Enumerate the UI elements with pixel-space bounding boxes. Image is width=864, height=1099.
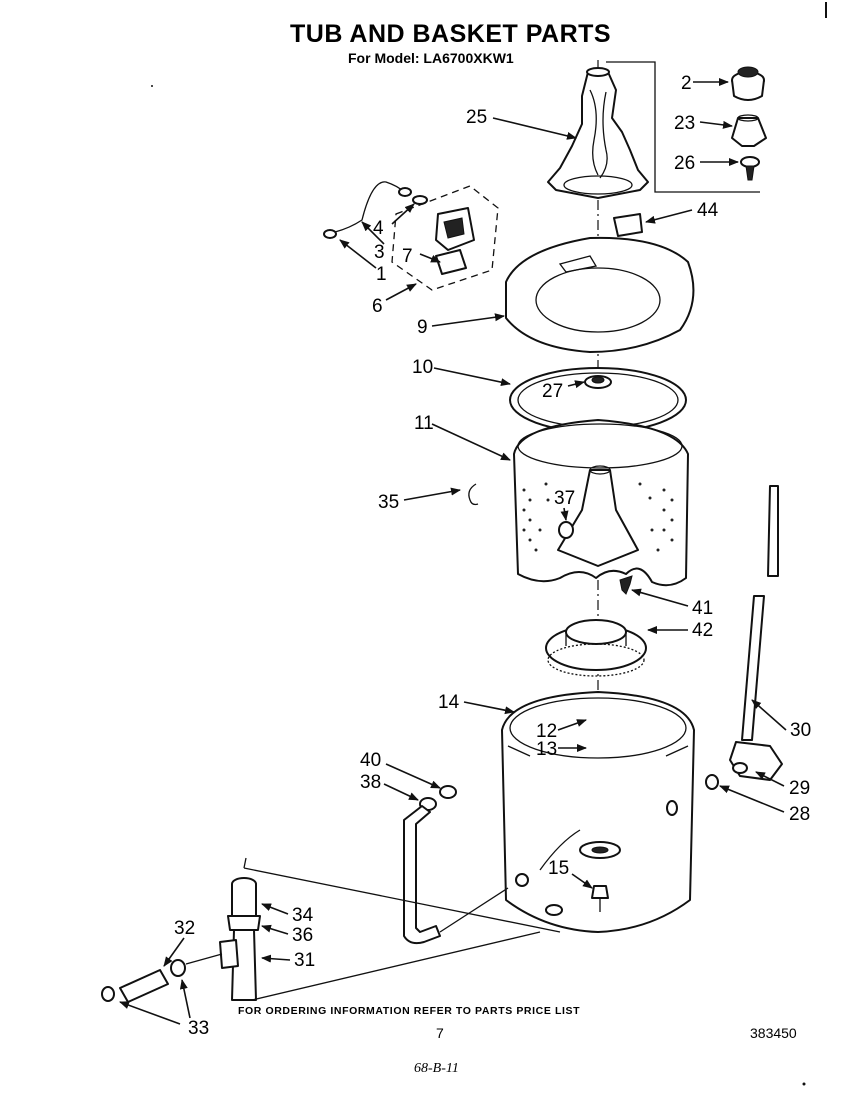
hose-connection-line [439,887,509,933]
model-subtitle: For Model: LA6700XKW1 [348,50,514,66]
callout-36: 36 [292,925,313,946]
connection-line-32 [185,953,223,965]
page-title: TUB AND BASKET PARTS [290,20,611,48]
clamp-part-33 [101,986,115,1002]
hub-part-42 [545,619,647,677]
cover-plate-part-44 [613,213,643,237]
gasket-part-10 [509,367,687,433]
drain-hose [403,805,441,945]
callout-10: 10 [412,357,433,378]
agitator-part-23 [731,114,767,147]
agitator-cap-part-2 [731,66,765,101]
callout-31: 31 [294,950,315,971]
ordering-info-note: FOR ORDERING INFORMATION REFER TO PARTS … [238,1005,580,1017]
callout-28: 28 [789,804,810,825]
dispenser-assembly-part-6 [323,181,499,291]
callout-30: 30 [790,720,811,741]
basket-part-11 [513,419,689,587]
clamp-part-40 [439,785,457,799]
callout-32: 32 [174,918,195,939]
callout-1: 1 [376,264,387,285]
callout-25: 25 [466,107,487,128]
callout-38: 38 [360,772,381,793]
outer-tub-part-14 [501,691,695,933]
handwritten-note: 68-B-11 [414,1061,459,1076]
callout-9: 9 [417,317,428,338]
tub-cover-part-9 [505,236,695,353]
callout-34: 34 [292,905,314,926]
callout-33: 33 [188,1018,209,1039]
hose-part-32 [119,959,186,1003]
callout-15: 15 [548,858,569,879]
callout-41: 41 [692,598,713,619]
callout-2: 2 [681,73,692,94]
page-number: 7 [436,1025,444,1041]
callout-37: 37 [554,488,575,509]
fitting-part-29 [729,741,783,781]
standpipe-connection-lines [243,857,561,1001]
callout-4: 4 [373,218,384,239]
callout-26: 26 [674,153,695,174]
nut-part-27 [584,375,612,389]
plug-part-15 [591,885,609,912]
callout-23: 23 [674,113,695,134]
stray-mark [151,85,153,87]
callout-12: 12 [536,721,557,742]
hose-part-30 [741,485,779,741]
corner-mark [802,1082,806,1086]
callout-44: 44 [697,200,719,221]
document-number: 383450 [750,1025,797,1041]
agitator-part-26 [740,156,760,181]
callout-3: 3 [374,242,385,263]
callout-13: 13 [536,739,557,760]
screw-part-41 [619,575,633,595]
callout-14: 14 [438,692,460,713]
leader-lines [119,78,787,1025]
ring-part-28 [705,774,719,790]
callout-27: 27 [542,381,563,402]
callout-11: 11 [414,413,434,434]
assembly-bracket-top [606,61,760,193]
callout-29: 29 [789,778,810,799]
callout-35: 35 [378,492,399,513]
callout-7: 7 [402,246,413,267]
clip-part-35 [468,483,479,506]
standpipe-part-31 [219,877,261,1001]
callout-6: 6 [372,296,383,317]
agitator-part-25 [547,67,649,199]
callout-40: 40 [360,750,381,771]
callout-42: 42 [692,620,713,641]
